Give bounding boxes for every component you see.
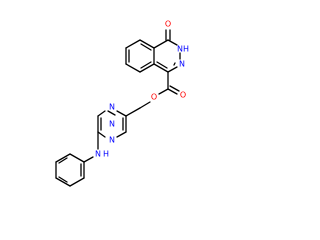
atom-h-amine: H [103,150,109,159]
bond [158,88,169,95]
bond [153,63,169,73]
bond [97,110,106,117]
atom-labels: O NH N O O N N N N H [95,20,189,159]
bond [139,63,155,73]
bond [169,85,180,92]
bond [139,39,155,49]
atom-nh-amine: N [95,150,101,159]
bond [69,153,85,163]
bond [97,131,106,138]
bond [167,66,178,73]
atom-nh-lactam: NH [177,45,189,54]
atom-n-triazine-bottom: N [109,136,115,145]
molecule-canvas: O NH N O O N N N N H [55,19,189,187]
bond [58,176,68,183]
bond [69,177,85,187]
bond [116,131,127,138]
bond [140,61,152,69]
atom-o-carbonyl-top: O [165,20,171,29]
bond [125,107,141,117]
bond [156,61,168,69]
bond [83,156,94,163]
bond [167,88,178,95]
bond [173,62,176,66]
bond [58,157,68,164]
atom-n-triazine-left: N [109,120,115,129]
structure-diagram: O NH N O O N N N N H [55,20,189,187]
bond [139,101,151,109]
bond [153,39,169,49]
atom-o-ester: O [151,93,157,102]
bond [55,177,71,187]
bond [107,110,116,116]
bond [167,39,178,46]
atom-o-carbonyl-ester: O [180,91,186,100]
bond [116,110,127,117]
bond [55,153,71,163]
bond [140,43,152,51]
atom-n-pyridazine: N [179,60,185,69]
atom-n-triazine-top: N [109,103,115,112]
bond [125,39,141,49]
bonds [55,29,181,187]
bond [125,63,141,73]
